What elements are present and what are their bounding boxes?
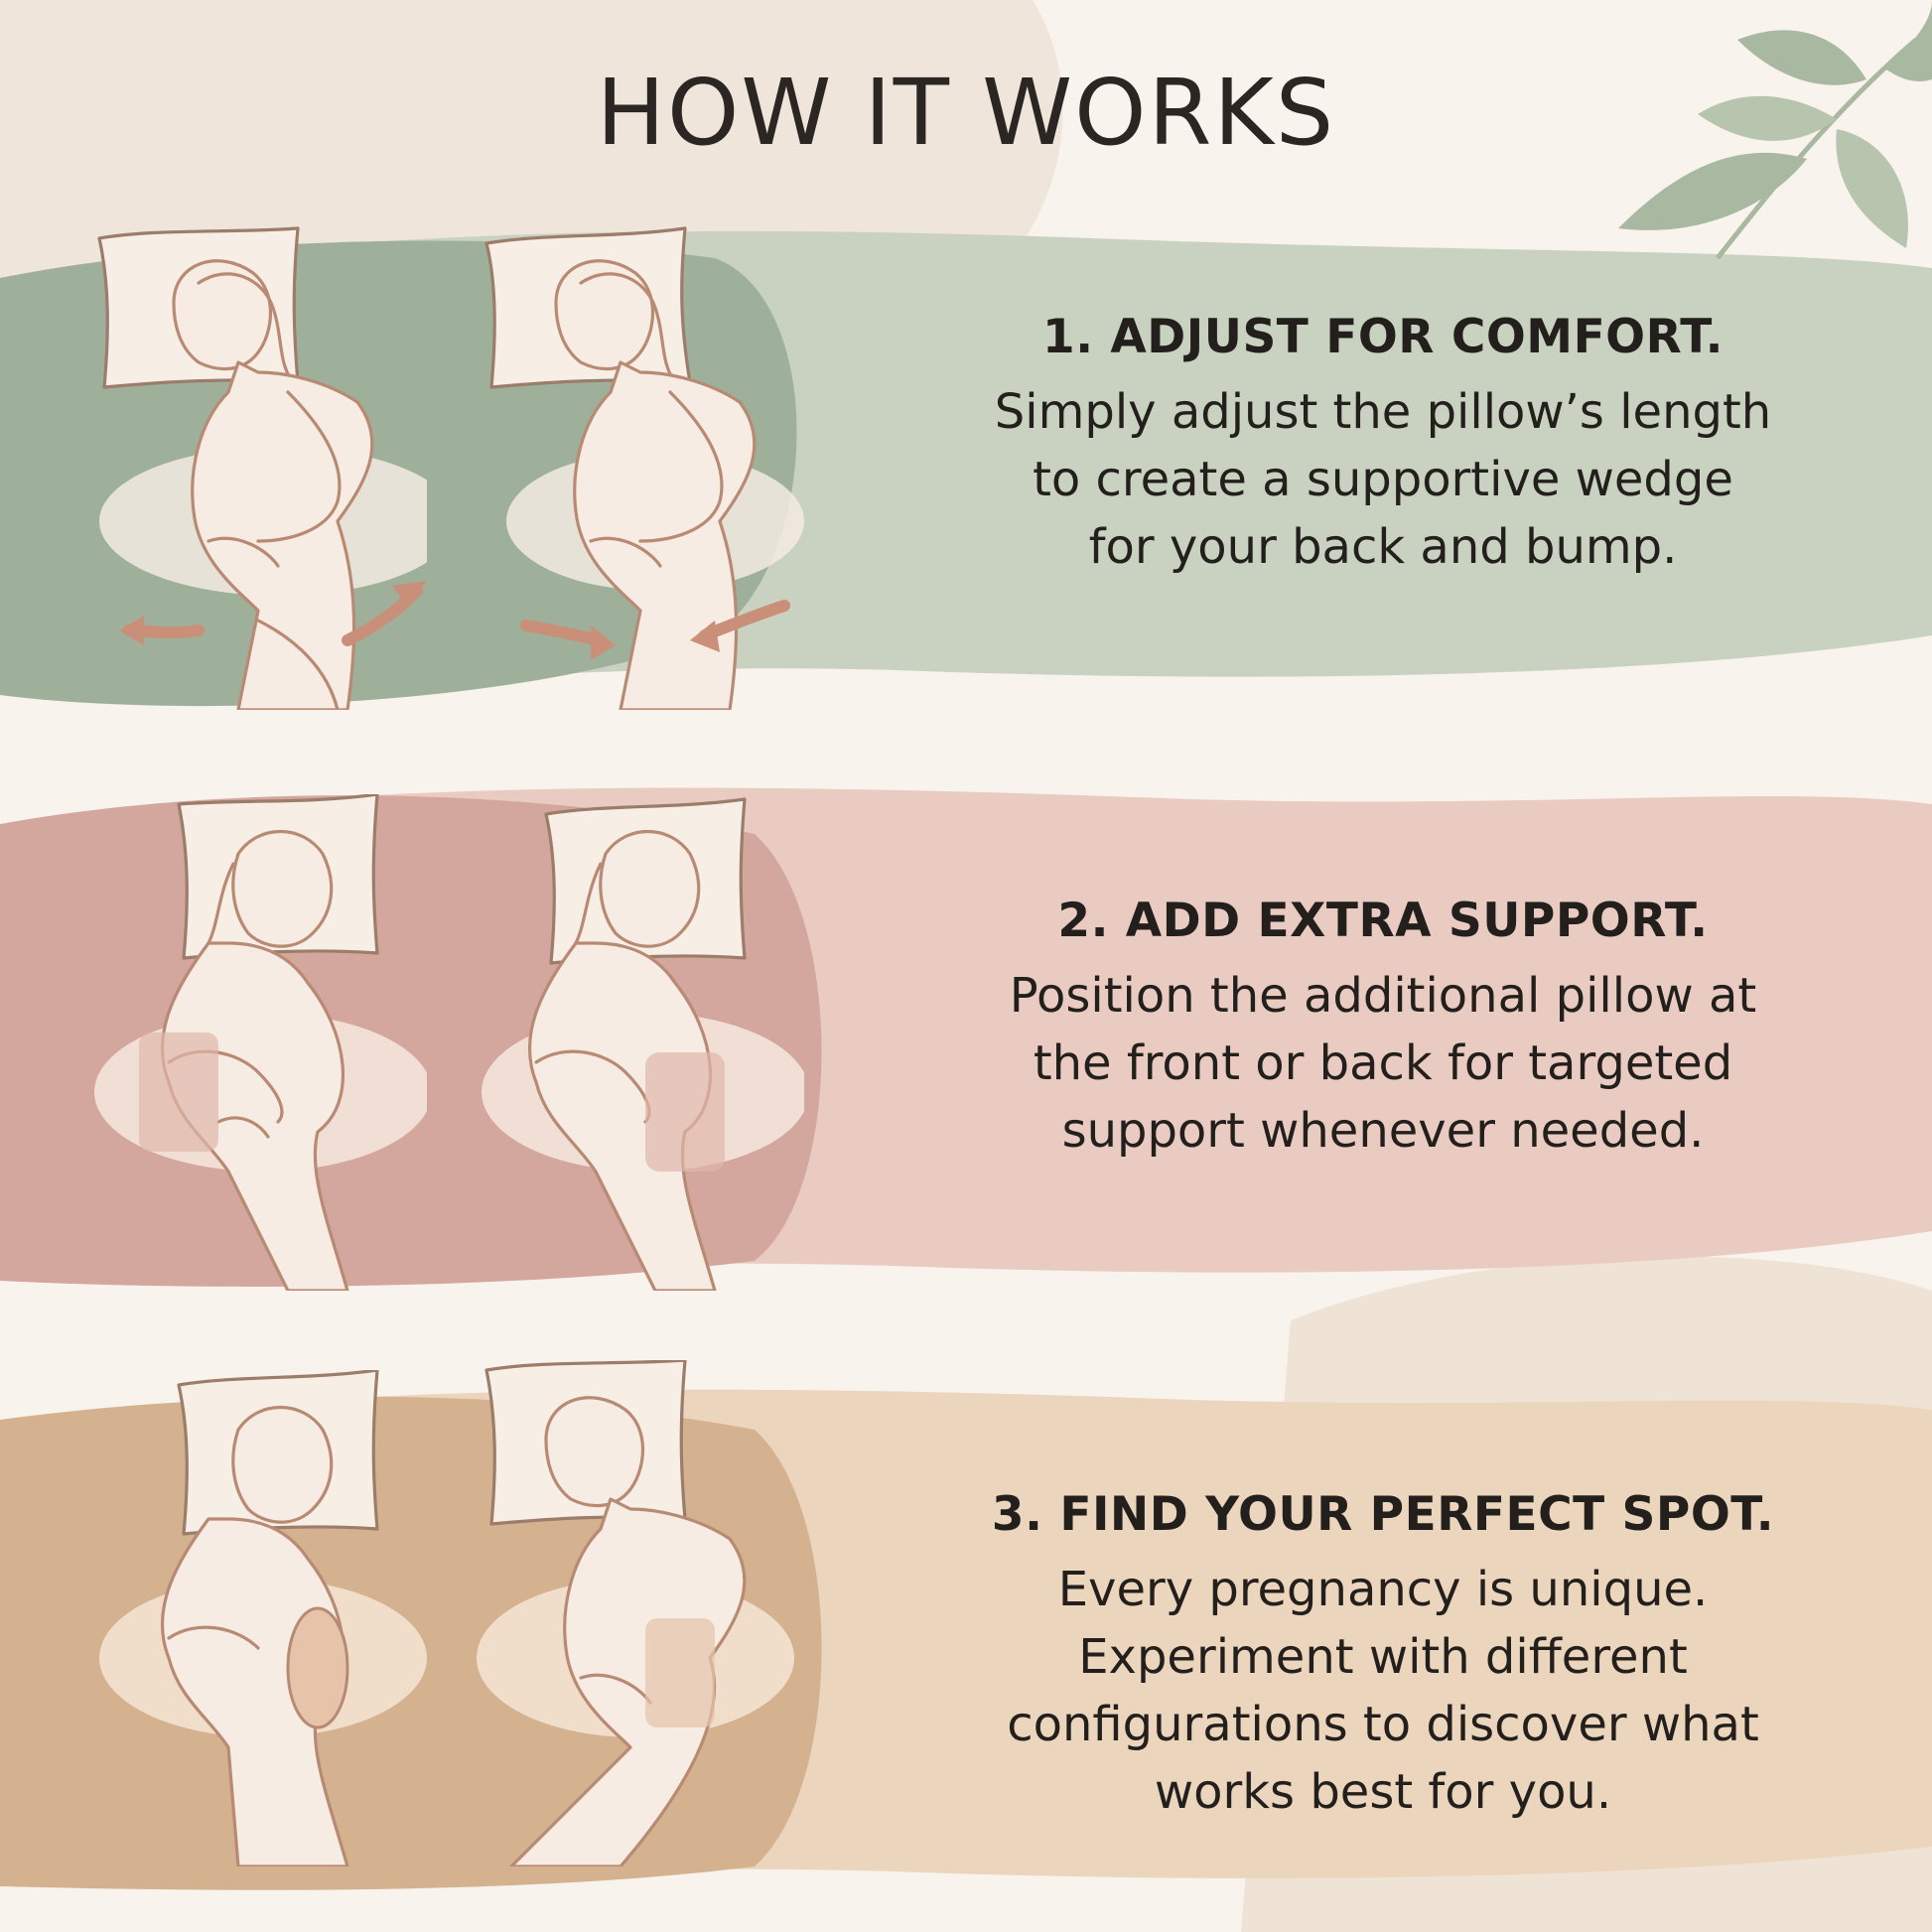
figure-step2-right	[482, 797, 804, 1291]
figure-step2-left	[94, 794, 427, 1291]
step-2-heading: 2. ADD EXTRA SUPPORT.	[1057, 894, 1709, 948]
sleeping-woman-icon	[509, 1396, 747, 1866]
step-2-body: Position the additional pillow at the fr…	[1009, 968, 1757, 1159]
step-3: 3. FIND YOUR PERFECT SPOT. Every pregnan…	[862, 1487, 1904, 1826]
sleeping-woman-icon	[527, 830, 717, 1291]
step-1: 1. ADJUST FOR COMFORT. Simply adjust the…	[862, 310, 1904, 581]
step-1-body: Simply adjust the pillow’s length to cre…	[994, 384, 1772, 575]
step-2: 2. ADD EXTRA SUPPORT. Position the addit…	[862, 894, 1904, 1165]
sleeping-woman-icon	[172, 259, 374, 710]
step-1-heading: 1. ADJUST FOR COMFORT.	[1042, 310, 1724, 364]
step-3-heading: 3. FIND YOUR PERFECT SPOT.	[991, 1487, 1775, 1542]
step-3-body: Every pregnancy is unique. Experiment wi…	[1007, 1562, 1759, 1820]
leaf-branch-icon	[1618, 0, 1932, 260]
arrow-icon	[520, 620, 607, 646]
figure-step1-left	[97, 226, 427, 710]
figure-step1-right	[484, 226, 804, 710]
page-title: HOW IT WORKS	[596, 60, 1336, 166]
figure-step3-right	[477, 1360, 794, 1866]
figure-step3-left	[99, 1370, 427, 1866]
sleeping-woman-icon	[160, 830, 349, 1291]
sleeping-woman-icon	[160, 1406, 349, 1866]
